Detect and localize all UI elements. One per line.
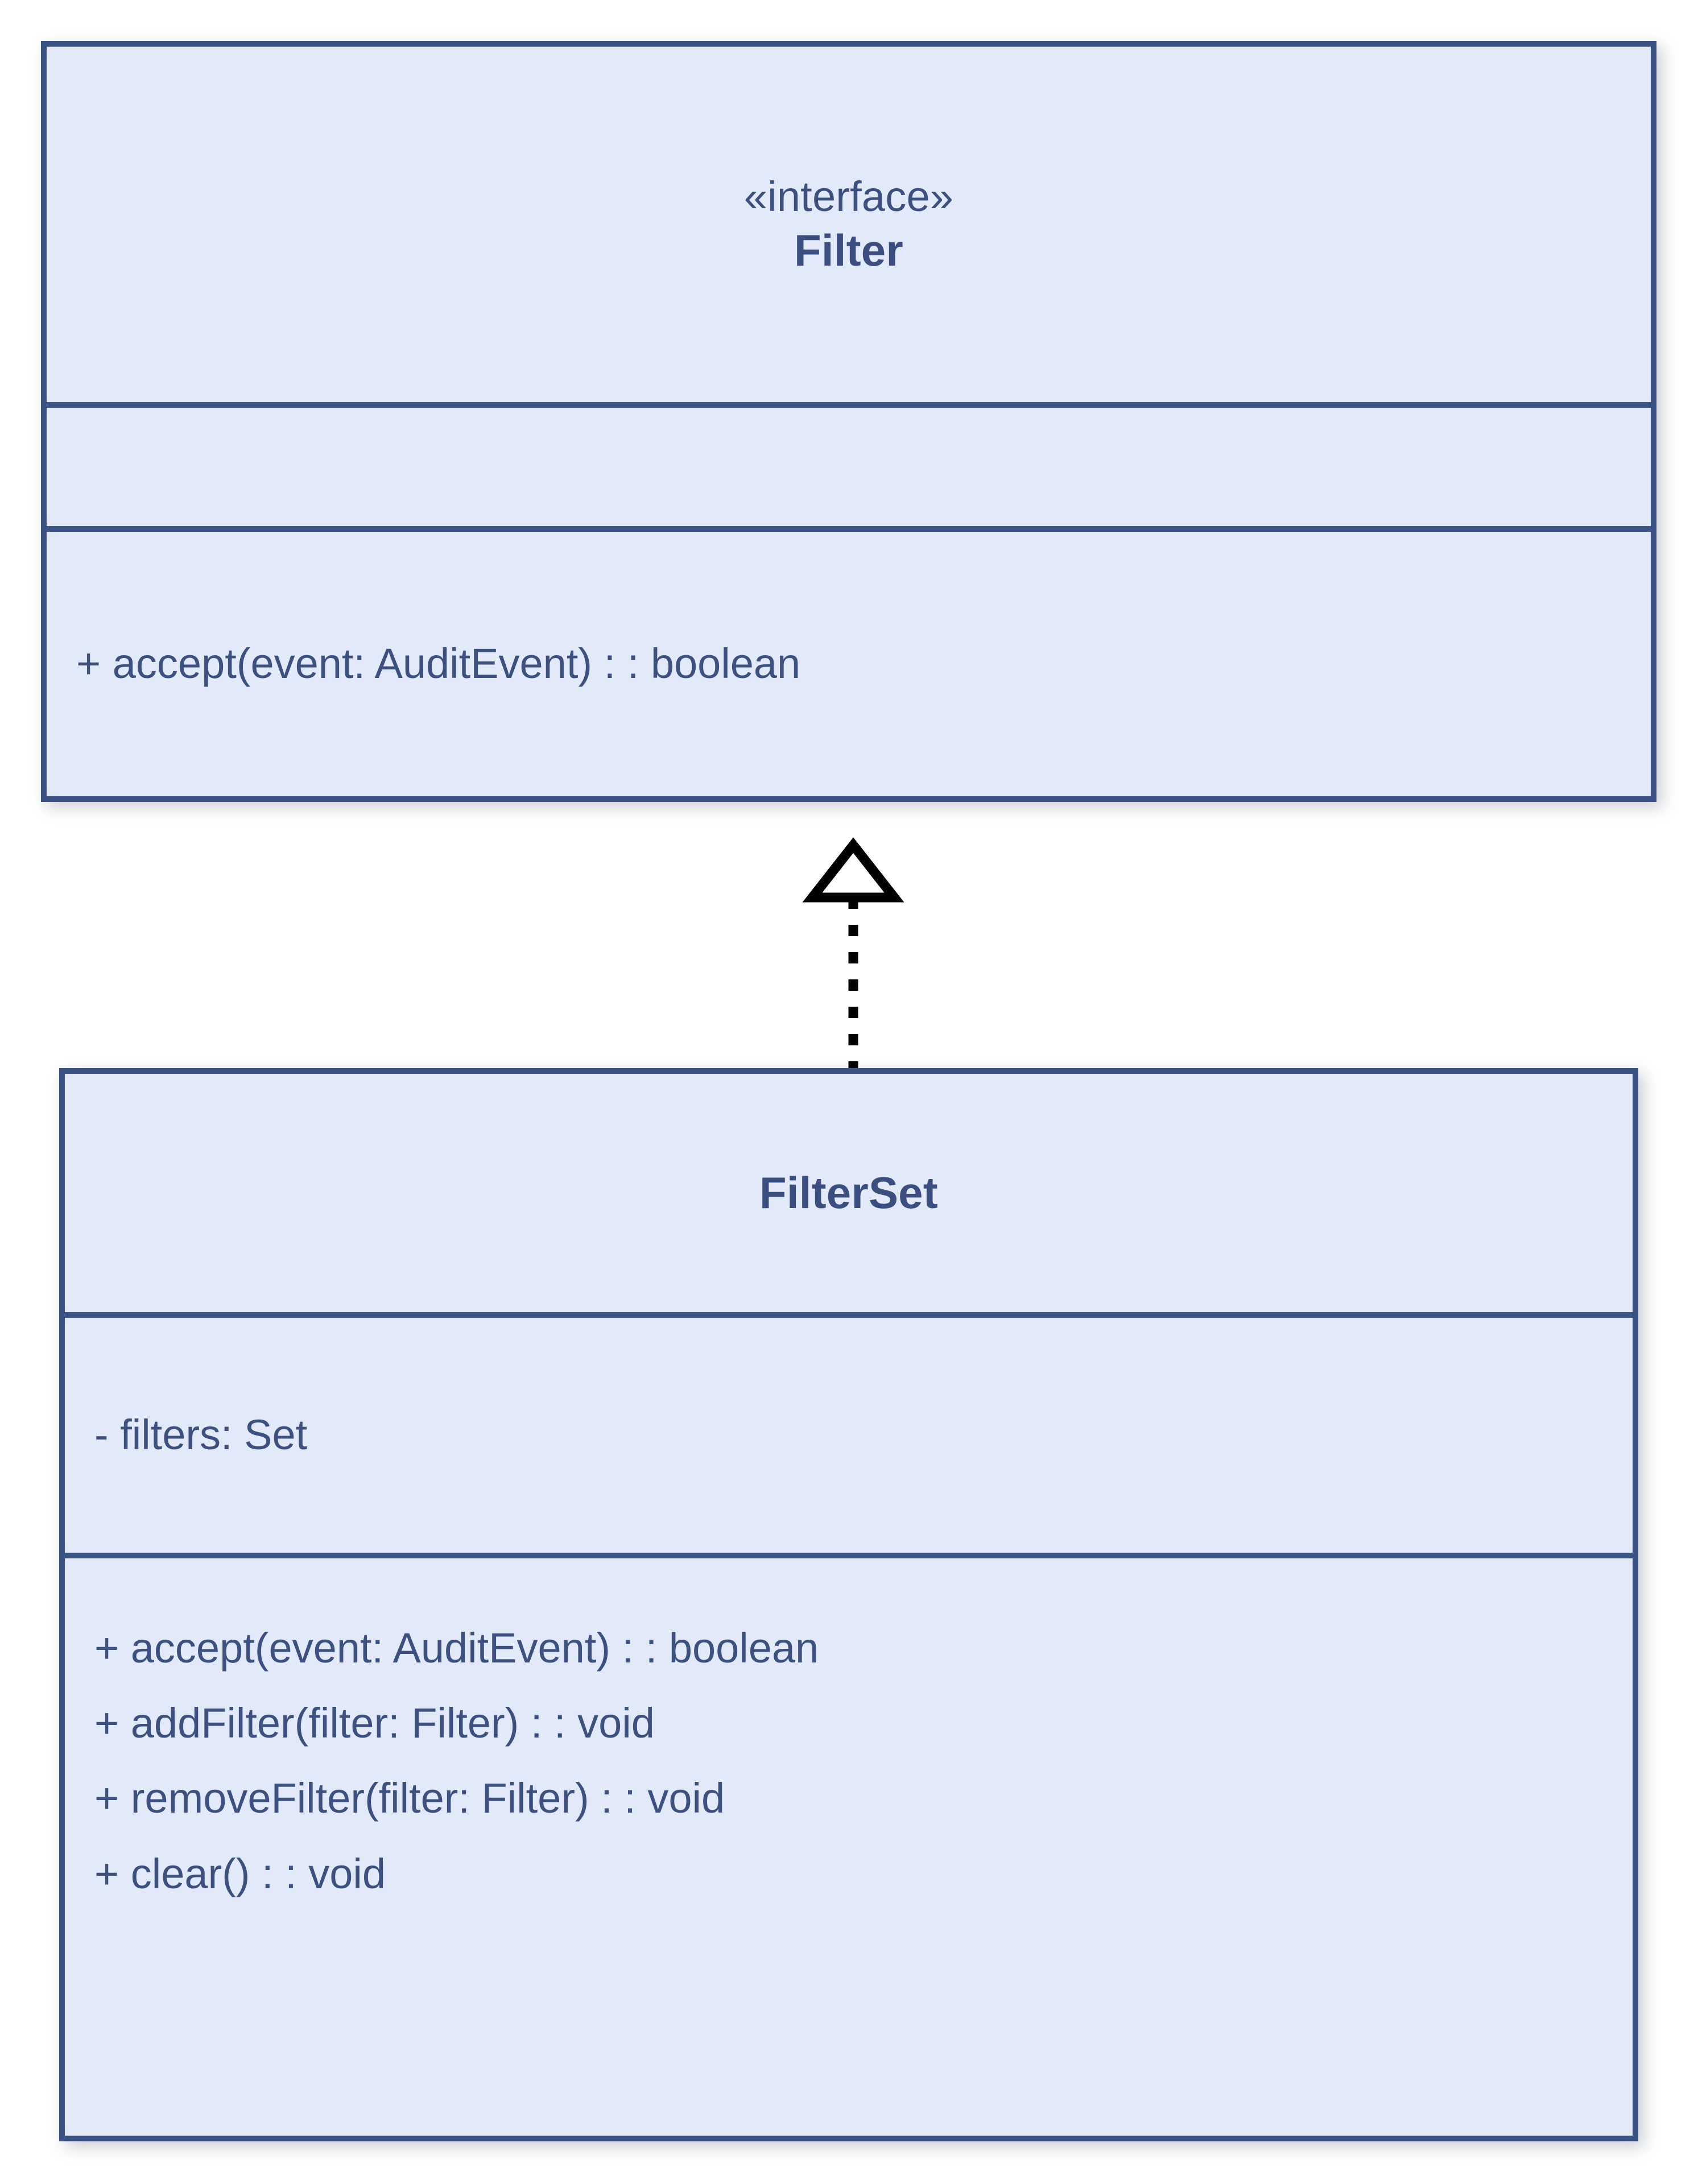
filterset-methods-compartment: + accept(event: AuditEvent) : : boolean … — [65, 1553, 1633, 2136]
filter-class-name: Filter — [794, 225, 903, 275]
uml-class-filterset[interactable]: FilterSet - filters: Set + accept(event:… — [59, 1068, 1638, 2141]
filter-attributes-compartment — [47, 402, 1651, 526]
filterset-attributes-compartment: - filters: Set — [65, 1312, 1633, 1553]
hollow-triangle-arrowhead-icon — [802, 837, 904, 903]
filter-title-compartment: «interface» Filter — [47, 47, 1651, 402]
filterset-method-addfilter[interactable]: + addFilter(filter: Filter) : : void — [94, 1699, 655, 1747]
filter-stereotype: «interface» — [743, 172, 954, 220]
filterset-attribute-filters[interactable]: - filters: Set — [94, 1411, 308, 1459]
realization-connector-filterset-to-filter — [802, 837, 904, 1069]
filter-methods-compartment: + accept(event: AuditEvent) : : boolean — [47, 526, 1651, 796]
filterset-class-name: FilterSet — [759, 1167, 938, 1218]
filterset-method-clear[interactable]: + clear() : : void — [94, 1850, 386, 1897]
realization-connector-svg — [802, 837, 904, 1069]
filterset-method-removefilter[interactable]: + removeFilter(filter: Filter) : : void — [94, 1774, 725, 1822]
uml-class-filter[interactable]: «interface» Filter + accept(event: Audit… — [41, 41, 1656, 802]
filter-method-accept[interactable]: + accept(event: AuditEvent) : : boolean — [76, 640, 801, 688]
filterset-method-accept[interactable]: + accept(event: AuditEvent) : : boolean — [94, 1624, 819, 1672]
filterset-title-compartment: FilterSet — [65, 1074, 1633, 1312]
